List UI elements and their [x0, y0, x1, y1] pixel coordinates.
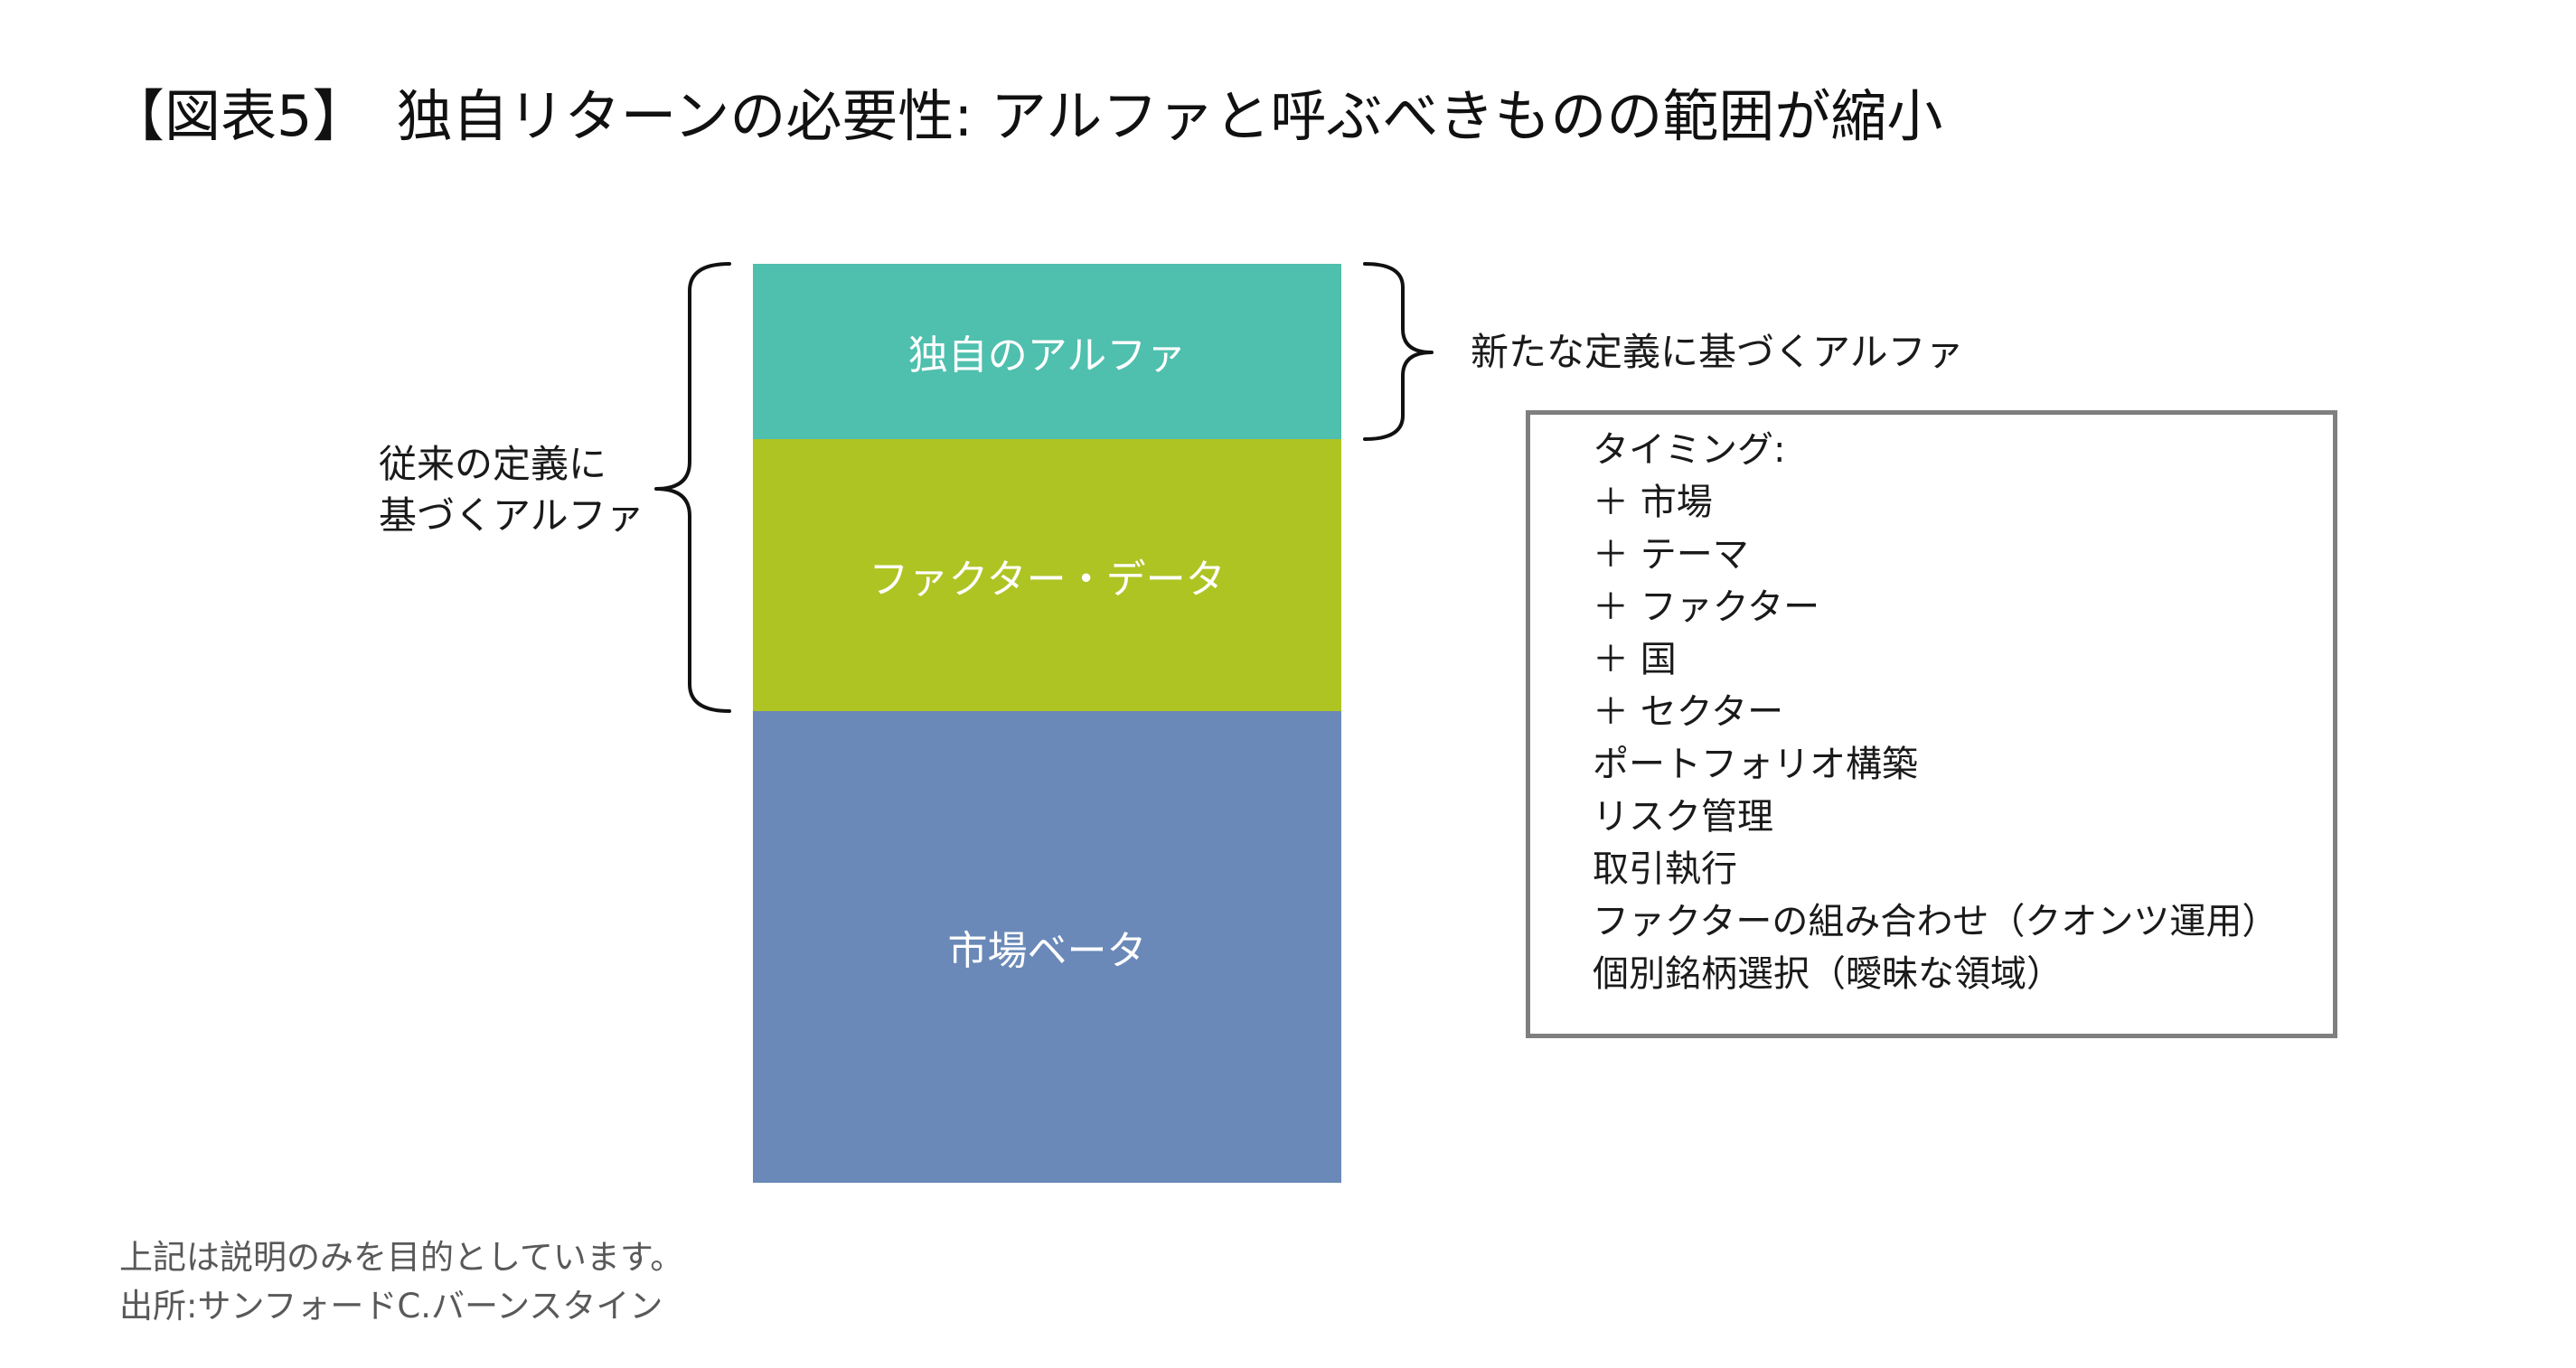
list-item-trade-execution: 取引執行 — [1593, 848, 1737, 890]
footnotes: 上記は説明のみを目的としています。 出所:サンフォードC.バーンスタイン — [119, 1233, 683, 1331]
right-curly-brace — [1363, 262, 1434, 441]
traditional-alpha-label-line-2: 基づくアルファ — [379, 493, 644, 538]
layer-factor-data-label: ファクター・データ — [869, 556, 1226, 603]
list-item-sector: ＋ セクター — [1593, 691, 1784, 733]
new-alpha-label: 新たな定義に基づくアルファ — [1471, 330, 1964, 374]
left-curly-brace — [654, 262, 731, 713]
list-item-market: ＋ 市場 — [1593, 482, 1713, 523]
layer-factor-data: ファクター・データ — [753, 439, 1341, 711]
factor-list-box: タイミング: ＋ 市場 ＋ テーマ ＋ ファクター ＋ 国 ＋ セクター ポート… — [1526, 410, 2337, 1038]
list-item-portfolio-construction: ポートフォリオ構築 — [1593, 744, 1918, 785]
footnote-source: 出所:サンフォードC.バーンスタイン — [119, 1287, 663, 1326]
layer-unique-alpha-label: 独自のアルファ — [907, 333, 1187, 379]
figure-title: 【図表5】 独自リターンの必要性: アルファと呼ぶべきものの範囲が縮小 — [108, 83, 1943, 149]
footnote-disclaimer: 上記は説明のみを目的としています。 — [119, 1238, 684, 1277]
stacked-return-column: 独自のアルファ ファクター・データ 市場ベータ — [753, 264, 1341, 1183]
list-item-country: ＋ 国 — [1593, 639, 1677, 680]
layer-market-beta-label: 市場ベータ — [947, 928, 1147, 974]
list-item-theme: ＋ テーマ — [1593, 534, 1749, 576]
layer-market-beta: 市場ベータ — [753, 711, 1341, 1183]
traditional-alpha-label-line-1: 従来の定義に — [379, 442, 607, 486]
list-item-timing: タイミング: — [1593, 429, 1786, 471]
list-item-stock-selection: 個別銘柄選択（曖昧な領域） — [1593, 953, 2063, 995]
list-item-factor: ＋ ファクター — [1593, 586, 1820, 628]
layer-unique-alpha: 独自のアルファ — [753, 264, 1341, 439]
list-item-risk-management: リスク管理 — [1593, 796, 1773, 838]
traditional-alpha-label: 従来の定義に 基づくアルファ — [379, 438, 644, 541]
list-item-factor-combination: ファクターの組み合わせ（クオンツ運用） — [1593, 901, 2279, 942]
